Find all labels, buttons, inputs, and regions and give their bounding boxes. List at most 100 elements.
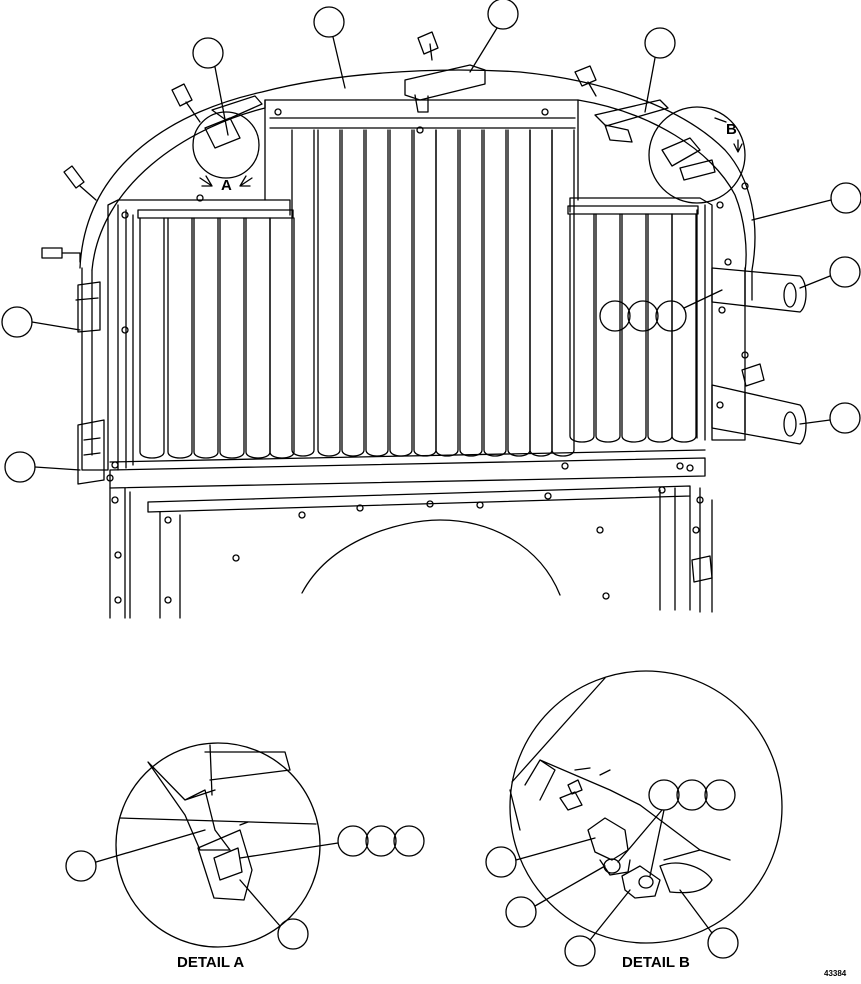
leader-line [649, 809, 665, 877]
top-right-bracket [594, 99, 669, 143]
detail-b-housing [509, 677, 731, 861]
top-center-clip [417, 31, 439, 61]
bolt-icon [121, 326, 129, 334]
radiator-tube [219, 217, 245, 459]
bolt-icon [718, 306, 726, 314]
lower-rail [109, 449, 706, 489]
bolt-icon [724, 258, 732, 266]
fan-shroud-arc [301, 519, 561, 596]
upper-frame [264, 99, 579, 201]
figure-number: 43384 [824, 969, 847, 978]
bolt-icon [232, 554, 240, 562]
callout-balloon [829, 256, 861, 288]
bolt-icon [426, 500, 434, 508]
detail-a-part [119, 744, 317, 851]
radiator-tube [167, 217, 193, 459]
radiator-tube [671, 213, 697, 443]
detail-b-washer [603, 858, 621, 874]
bolt-icon [114, 596, 122, 604]
callout-balloon [599, 300, 631, 332]
radiator-tube [317, 129, 341, 457]
detail-a-circle [115, 742, 321, 948]
callout-balloon [564, 935, 596, 967]
detail-b-clip [659, 849, 713, 894]
detail-b-title: DETAIL B [622, 954, 690, 971]
right-casing [569, 197, 746, 441]
leader-line [617, 809, 663, 863]
detail-a-title: DETAIL A [177, 954, 244, 971]
right-casing-inner [696, 204, 706, 441]
bolt-icon [298, 511, 306, 519]
leader-line [31, 321, 81, 331]
radiator-tube [269, 217, 295, 459]
bolt-icon [692, 526, 700, 534]
view-a-arrows [199, 175, 253, 187]
bolt-icon [741, 351, 749, 359]
right-bundle-top-rail [567, 205, 699, 215]
left-casing-inner [91, 204, 134, 471]
radiator-tube [413, 129, 437, 457]
top-right-clip [574, 65, 597, 97]
right-bracket-lower-hole [783, 411, 797, 437]
shroud-inner-outline [91, 99, 747, 273]
callout-balloon [704, 779, 736, 811]
shroud-outline [79, 69, 756, 301]
leader-line [239, 879, 281, 927]
radiator-tube [389, 129, 413, 457]
callout-balloon [830, 182, 861, 214]
view-b-internal [661, 137, 716, 181]
bolt-icon [164, 516, 172, 524]
callout-balloon [1, 306, 33, 338]
radiator-tube [459, 129, 483, 457]
bolt-icon [356, 504, 364, 512]
bolt-icon [111, 461, 119, 469]
view-a-circle [192, 111, 260, 179]
callout-balloon [277, 918, 309, 950]
view-a-mark: A [221, 177, 232, 194]
leader-line [679, 889, 713, 934]
bolt-icon [196, 194, 204, 202]
bolt-icon [561, 462, 569, 470]
callout-balloon [505, 896, 537, 928]
left-connector [41, 247, 81, 263]
bolt-icon [164, 596, 172, 604]
leader-line [239, 842, 339, 859]
bolt-icon [274, 108, 282, 116]
left-casing [81, 199, 291, 471]
callout-balloon [4, 451, 36, 483]
callout-balloon [487, 0, 519, 30]
callout-balloon [829, 402, 861, 434]
callout-balloon [707, 927, 739, 959]
callout-balloon [313, 6, 345, 38]
bolt-icon [686, 464, 694, 472]
leader-line [644, 57, 656, 113]
right-bracket-upper [711, 267, 807, 313]
bolt-icon [696, 496, 704, 504]
top-left-clip [171, 83, 201, 123]
leader-line [34, 466, 81, 471]
lower-bar [147, 485, 691, 513]
right-bracket-lower [711, 384, 807, 445]
bolt-icon [658, 486, 666, 494]
left-clamp-upper [75, 281, 101, 333]
radiator-tube [365, 129, 389, 457]
bolt-icon [114, 551, 122, 559]
bolt-icon [416, 126, 424, 134]
radiator-tube [595, 213, 621, 443]
leader-line [799, 419, 831, 425]
radiator-tube [569, 213, 595, 443]
bolt-icon [121, 211, 129, 219]
callout-balloon [485, 846, 517, 878]
radiator-tube [435, 129, 459, 457]
callout-balloon [192, 37, 224, 69]
view-b-arrow [714, 117, 743, 153]
leader-line [95, 829, 206, 863]
radiator-tube [193, 217, 219, 459]
leader-line [332, 36, 346, 89]
fastener-set [106, 108, 749, 604]
radiator-tube [551, 129, 575, 457]
detail-b-bolt-head [638, 875, 654, 889]
leader-line [214, 66, 229, 136]
right-bracket-upper-hole [783, 282, 797, 308]
